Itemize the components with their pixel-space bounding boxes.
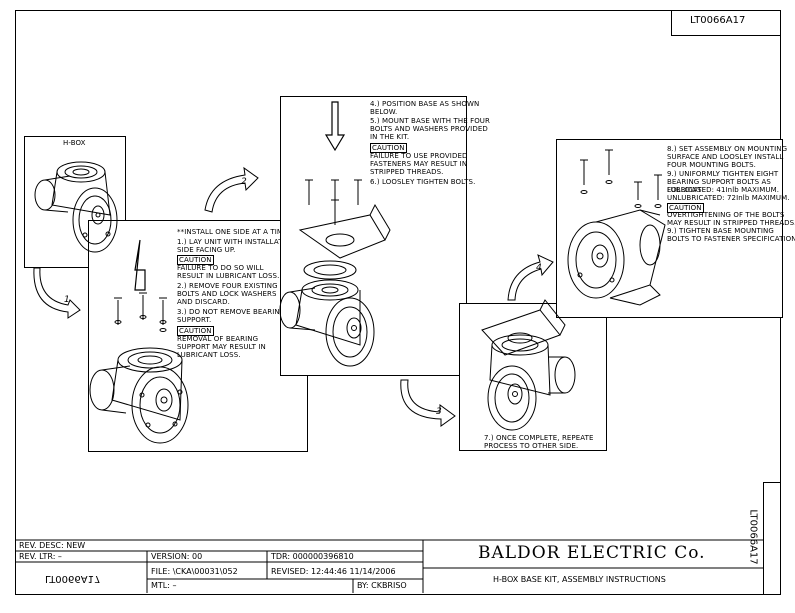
panel-3-caution-text: FAILURE TO USE PROVIDED FASTENERS MAY RE… [370, 152, 468, 176]
panel-3-step-6: 6.) LOOSLEY TIGHTEN BOLTS. [370, 178, 476, 186]
panel-5-caution-text: OVERTIGHTENING OF THE BOLTS MAY RESULT I… [667, 211, 795, 227]
flow-arrow-4 [507, 254, 554, 301]
panel-5-lubricated: LUBRICATED: 41Inlb MAXIMUM. [667, 186, 780, 194]
panel-5-step-8: 8.) SET ASSEMBLY ON MOUNTING SURFACE AND… [667, 145, 788, 169]
panel-2-gearbox-drawing [89, 239, 189, 444]
arrow-label-4: 4 [536, 263, 542, 273]
mirrored-drawing-number: LT0066A17 [45, 573, 101, 584]
arrow-label-1: 1 [64, 295, 70, 305]
panel-2-caution-2-text: REMOVAL OF BEARING SUPPORT MAY RESULT IN… [177, 335, 266, 359]
revised-timestamp: REVISED: 12:44:46 11/14/2006 [271, 567, 396, 576]
panel-5-caution-tag: CAUTION [667, 203, 704, 213]
flow-arrow-1 [33, 267, 81, 319]
drawing-title: H-BOX BASE KIT, ASSEMBLY INSTRUCTIONS [493, 575, 666, 584]
panel-5-gearbox-drawing [567, 149, 666, 306]
panel-4-step-7: 7.) ONCE COMPLETE, REPEATE PROCESS TO OT… [484, 434, 594, 450]
drawing-number: LT0066A17 [690, 15, 746, 26]
arrow-label-2: 2 [241, 177, 247, 187]
arrow-label-3: 3 [436, 407, 442, 417]
side-number-box [763, 482, 781, 595]
rev-ltr: REV. LTR: – [19, 552, 62, 561]
panel-2-step-1: 1.) LAY UNIT WITH INSTALLATION SIDE FACI… [177, 238, 296, 254]
flow-arrow-2 [204, 166, 259, 213]
drawn-by: BY: CKBRISO [357, 581, 407, 590]
panel-1-gearbox-drawing [34, 161, 118, 253]
panel-5-step-9b: 9.) TIGHTEN BASE MOUNTING BOLTS TO FASTE… [667, 227, 795, 243]
company-name: BALDOR ELECTRIC Co. [478, 543, 706, 563]
panel-2-note: **INSTALL ONE SIDE AT A TIME [177, 228, 288, 236]
panel-2-caution-1-tag: CAUTION [177, 255, 214, 265]
material: MTL: – [151, 581, 177, 590]
panel-5-step-9a: 9.) UNIFORMLY TIGHTEN EIGHT BEARING SUPP… [667, 170, 779, 194]
panel-3-step-5: 5.) MOUNT BASE WITH THE FOUR BOLTS AND W… [370, 117, 490, 141]
panel-5-unlubricated: UNLUBRICATED: 72Inlb MAXIMUM. [667, 194, 790, 202]
panel-3-caution-tag: CAUTION [370, 143, 407, 153]
panel-3-gearbox-drawing [279, 101, 391, 367]
panel-3-step-4: 4.) POSITION BASE AS SHOWN BELOW. [370, 100, 480, 116]
file-path: FILE: \CKA\00031\052 [151, 567, 238, 576]
panel-2-caution-2-tag: CAUTION [177, 326, 214, 336]
rev-desc: REV. DESC: NEW [19, 541, 86, 550]
version: VERSION: 00 [151, 552, 203, 561]
tdr-number: TDR: 000000396810 [271, 552, 354, 561]
panel-4 [459, 303, 607, 451]
panel-4-gearbox-drawing [481, 299, 576, 431]
flow-arrow-3 [400, 379, 456, 427]
panel-2-step-3: 3.) DO NOT REMOVE BEARING SUPPORT. [177, 308, 286, 324]
drawing-number-box [671, 10, 781, 36]
panel-1-label: H-BOX [63, 139, 86, 147]
panel-2-step-2: 2.) REMOVE FOUR EXISTING BOLTS AND LOCK … [177, 282, 278, 306]
panel-2-caution-1-text: FAILURE TO DO SO WILL RESULT IN LUBRICAN… [177, 264, 280, 280]
